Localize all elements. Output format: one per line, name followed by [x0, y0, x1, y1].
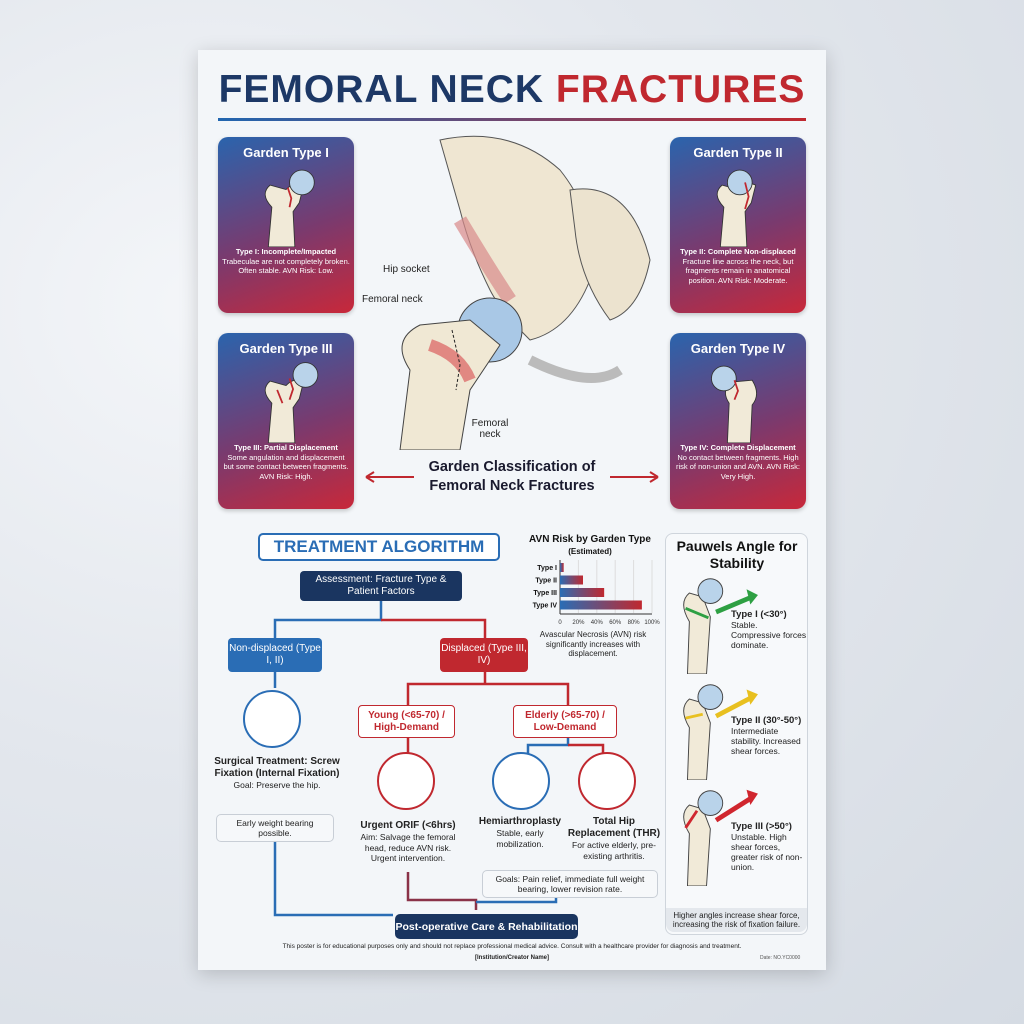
screw-note: Early weight bearing possible.: [216, 814, 334, 842]
femur-type-4-icon: [711, 365, 758, 443]
orif-icon: [377, 752, 435, 810]
pauwels-item-label: Type II (30°-50°): [731, 715, 802, 726]
hemiarthroplasty-icon: [492, 752, 550, 810]
chart-subtitle: (Estimated): [568, 547, 612, 556]
thr-icon: [578, 752, 636, 810]
orif-text: Urgent ORIF (<6hrs)Aim: Salvage the femo…: [360, 820, 456, 863]
femur-type-2-icon: [716, 169, 757, 247]
category-label: Type III: [533, 590, 557, 597]
category-label: Type I: [537, 565, 557, 572]
postop-box: Post-operative Care & Rehabilitation: [395, 914, 578, 939]
hip-socket-label: Hip socket: [383, 264, 430, 275]
category-label: Type II: [535, 578, 557, 585]
caption-arrows: [365, 471, 659, 483]
disclaimer: This poster is for educational purposes …: [282, 943, 742, 950]
screw-fixation-text: Surgical Treatment: Screw Fixation (Inte…: [214, 756, 340, 790]
bar-type-iii: [560, 588, 605, 597]
pauwels-femur-icon: [683, 684, 758, 780]
bar-type-i: [560, 563, 564, 572]
young-box: Young (<65-70) / High-Demand: [358, 705, 455, 738]
bar-type-iv: [560, 600, 642, 610]
category-label: Type IV: [533, 603, 558, 610]
tick-label: 60%: [609, 620, 622, 626]
hip-anatomy-illustration: [399, 135, 651, 450]
classification-caption: Garden Classification of Femoral Neck Fr…: [428, 459, 596, 494]
title-underline: [218, 118, 806, 121]
avn-risk-chart: 0 20% 40% 60% 80%100% Type I Type II Type III Ty…: [533, 560, 660, 626]
pauwels-item-text: Intermediate stability. Increased shear …: [731, 726, 801, 756]
institution: [Institution/Creator Name]: [474, 955, 549, 961]
garden-type-4-card: Garden Type IV Type IV: Complete Displac…: [670, 333, 806, 509]
thr-text: Total Hip Replacement (THR)For active el…: [567, 816, 661, 861]
tick-label: 40%: [591, 620, 604, 626]
pauwels-item: Type II (30°-50°)Intermediate stability.…: [731, 715, 807, 757]
chart-title: AVN Risk by Garden Type: [529, 534, 651, 545]
assessment-box: Assessment: Fracture Type & Patient Fact…: [300, 571, 462, 601]
pauwels-item: Type III (>50°)Unstable. High shear forc…: [731, 821, 807, 873]
garden-type-1-card: Garden Type I Type I: Incomplete/Impacte…: [218, 137, 354, 313]
chart-caption: Avascular Necrosis (AVN) risk significan…: [539, 630, 647, 658]
pauwels-footer: Higher angles increase shear force, incr…: [666, 908, 807, 932]
garden-type-3-card: Garden Type III Type III: Partial Displa…: [218, 333, 354, 509]
pauwels-item: Type I (<30°)Stable. Compressive forces …: [731, 609, 807, 651]
garden-type-2-card: Garden Type II Type II: Complete Non-dis…: [670, 137, 806, 313]
force-arrow-icon: [714, 795, 754, 823]
non-displaced-box: Non-displaced (Type I, II): [228, 638, 322, 672]
femoral-neck-label-2: Femoral neck: [471, 418, 509, 440]
pauwels-item-text: Unstable. High shear forces, greater ris…: [731, 832, 803, 872]
screw-fixation-icon: [243, 690, 301, 748]
treatment-algorithm-title: TREATMENT ALGORITHM: [258, 533, 500, 561]
force-arrow-icon: [714, 695, 754, 719]
femur-type-1-icon: [264, 169, 315, 247]
tick-label: 20%: [572, 620, 585, 626]
tick-label: 100%: [644, 620, 660, 626]
pauwels-title: Pauwels Angle for Stability: [676, 538, 798, 571]
pauwels-item-label: Type I (<30°): [731, 609, 787, 620]
algorithm-connectors: [273, 600, 605, 917]
pauwels-femur-icon: [683, 789, 758, 886]
page-title: FEMORAL NECK FRACTURES: [218, 68, 806, 111]
tick-label: 0: [558, 620, 562, 626]
femur-type-3-icon: [264, 362, 319, 443]
pauwels-item-text: Stable. Compressive forces dominate.: [731, 620, 807, 650]
pauwels-femur-icon: [683, 578, 758, 674]
bar-type-ii: [560, 575, 583, 585]
femoral-neck-label: Femoral neck: [362, 294, 423, 305]
document-code: Date: NO.YC0000: [760, 955, 801, 961]
goals-note: Goals: Pain relief, immediate full weigh…: [482, 870, 658, 898]
pauwels-item-label: Type III (>50°): [731, 821, 792, 832]
elderly-box: Elderly (>65-70) / Low-Demand: [513, 705, 617, 738]
force-arrow-icon: [715, 594, 754, 615]
tick-label: 80%: [628, 620, 641, 626]
displaced-box: Displaced (Type III, IV): [440, 638, 528, 672]
